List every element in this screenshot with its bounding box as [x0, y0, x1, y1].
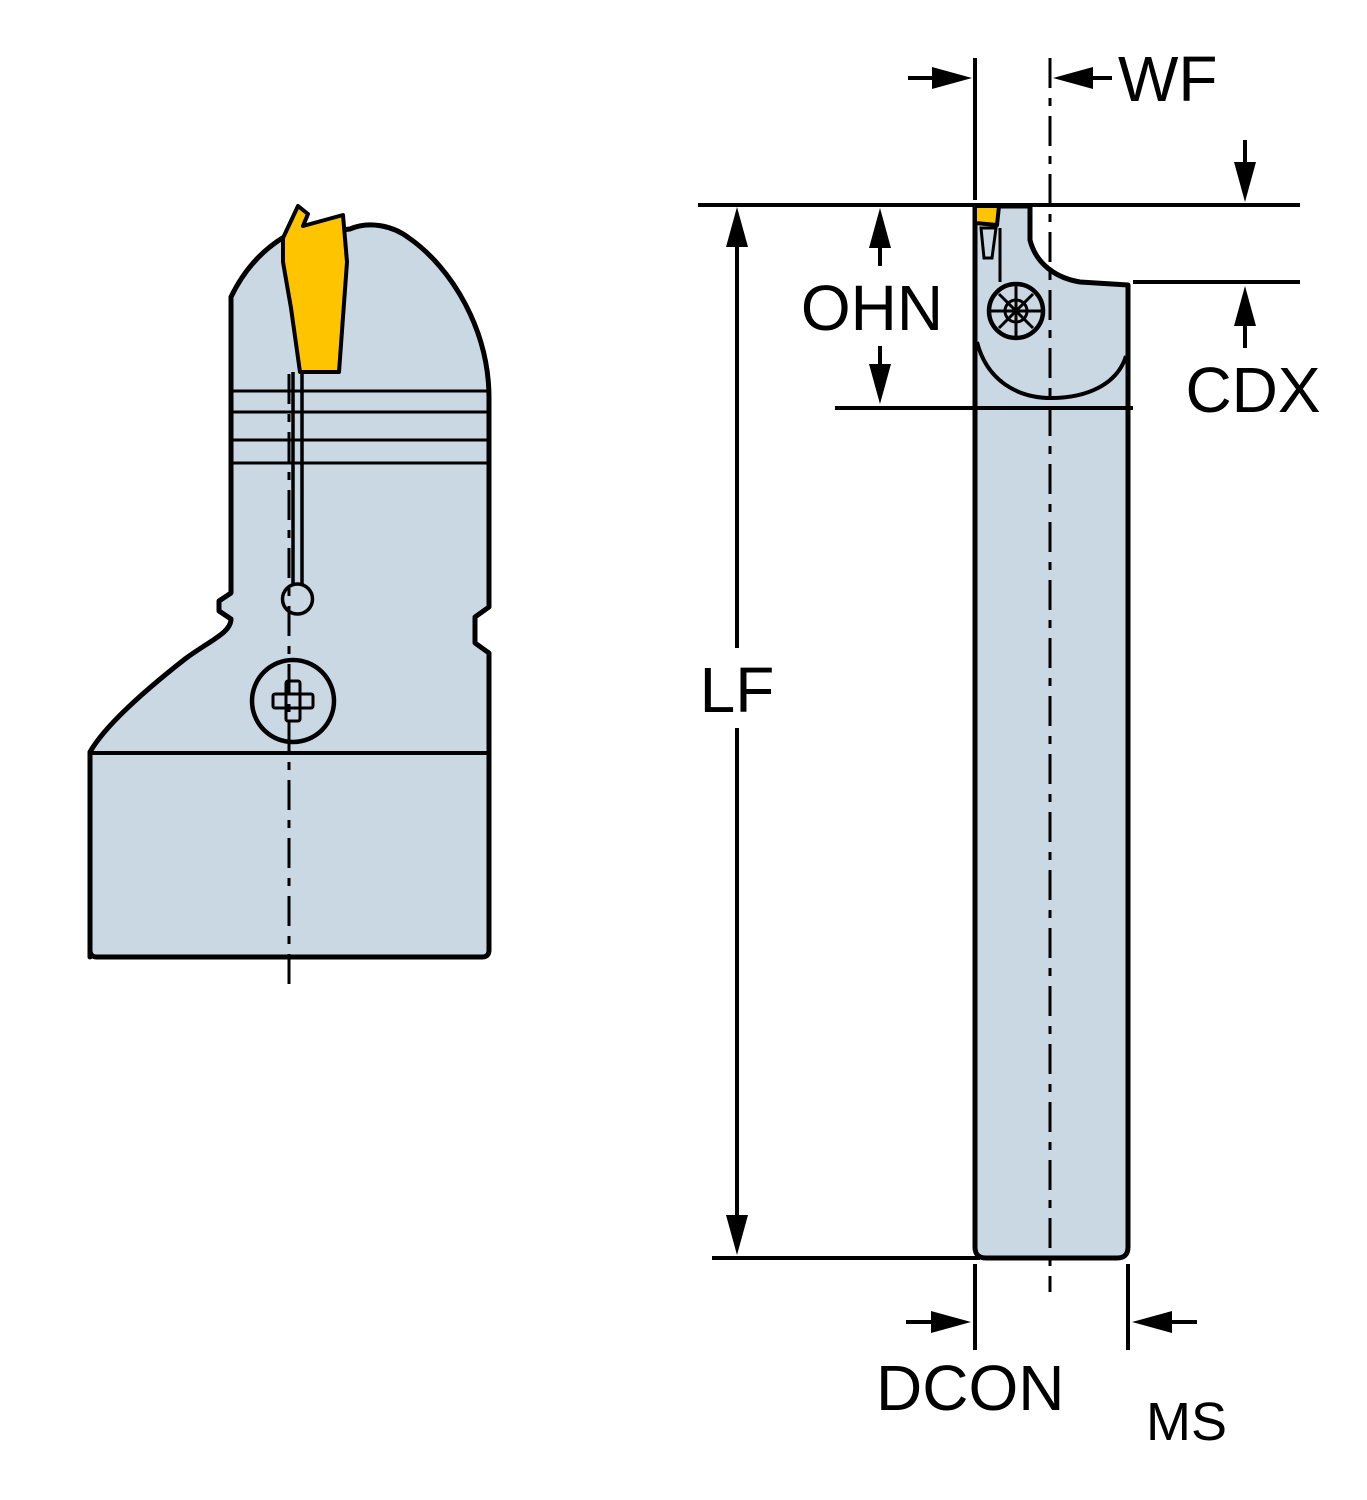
dcon-right-arrowhead [1132, 1311, 1172, 1333]
cdx-up-arrowhead [1234, 286, 1256, 326]
screw-drive-vertical [284, 679, 302, 723]
cdx-down-arrowhead [1234, 162, 1256, 202]
cutting-insert-side [281, 204, 349, 374]
side-view [87, 204, 492, 985]
lf-down-arrowhead [726, 1215, 748, 1255]
insert-clamp-tip [979, 226, 998, 260]
clamp-screw-hole [249, 657, 337, 745]
screw-spoke-diagonal-2 [997, 292, 1035, 330]
clamp-screw-front [986, 281, 1046, 341]
label-ohn: OHN [801, 272, 943, 344]
dcon-left-arrowhead [931, 1311, 971, 1333]
ohn-down-arrowhead [869, 364, 891, 404]
dimension-lines: WF CDX OHN LF [698, 43, 1321, 1452]
label-wf: WF [1118, 43, 1218, 115]
dimension-dcon: DCON MS [876, 1264, 1227, 1452]
dimension-cdx: CDX [1185, 140, 1321, 426]
under-head-curve [975, 341, 1128, 401]
screw-drive-horizontal [271, 692, 315, 710]
ohn-up-arrowhead [869, 208, 891, 248]
front-view-body-outline [972, 203, 1131, 1261]
label-ms: MS [1146, 1392, 1227, 1452]
cutting-insert-front [973, 204, 1001, 227]
front-view [972, 58, 1131, 1292]
label-dcon: DCON [876, 1352, 1064, 1424]
label-cdx: CDX [1185, 354, 1320, 426]
wf-right-arrowhead [1053, 67, 1093, 89]
label-lf: LF [700, 654, 775, 726]
dimension-lf: LF [700, 207, 775, 1255]
lf-up-arrowhead [726, 207, 748, 247]
wf-left-arrowhead [932, 67, 972, 89]
dimension-wf: WF [908, 43, 1218, 200]
slot-relief-hole [280, 582, 315, 616]
dimension-ohn: OHN [801, 208, 943, 404]
